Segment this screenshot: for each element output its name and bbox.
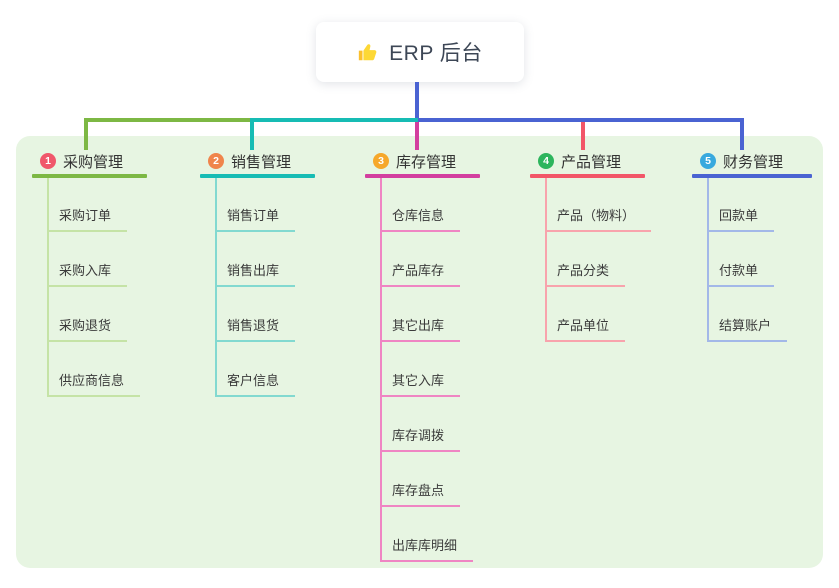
connector-bus-right	[418, 118, 744, 122]
branch-title: 库存管理	[396, 153, 457, 171]
child-node[interactable]: 回款单	[707, 204, 775, 232]
branch-title: 财务管理	[723, 153, 784, 171]
child-node[interactable]: 库存盘点	[380, 479, 461, 507]
connector-bus-mid	[254, 118, 418, 122]
child-node[interactable]: 其它出库	[380, 314, 461, 342]
child-node[interactable]: 采购入库	[47, 259, 128, 287]
branch-number-badge: 2	[208, 153, 224, 169]
branch-node-2[interactable]: 2 销售管理	[208, 150, 291, 172]
branch-number-badge: 4	[538, 153, 554, 169]
child-node[interactable]: 采购退货	[47, 314, 128, 342]
connector-branch-drop-3	[415, 122, 419, 150]
connector-branch-drop-2	[250, 118, 254, 150]
branch-trunk-line-4	[545, 178, 547, 342]
child-node[interactable]: 销售出库	[215, 259, 296, 287]
branch-underline-5	[692, 174, 812, 178]
branch-underline-2	[200, 174, 315, 178]
child-node[interactable]: 客户信息	[215, 369, 296, 397]
branch-number-badge: 1	[40, 153, 56, 169]
child-node[interactable]: 销售退货	[215, 314, 296, 342]
child-node[interactable]: 产品分类	[545, 259, 626, 287]
branch-trunk-line-1	[47, 178, 49, 397]
thumbs-up-icon	[357, 41, 379, 63]
branch-number-badge: 3	[373, 153, 389, 169]
branch-node-1[interactable]: 1 采购管理	[40, 150, 123, 172]
child-node[interactable]: 出库库明细	[380, 534, 474, 562]
branch-title: 产品管理	[561, 153, 622, 171]
child-node[interactable]: 产品（物料）	[545, 204, 652, 232]
branch-title: 销售管理	[231, 153, 292, 171]
child-node[interactable]: 产品单位	[545, 314, 626, 342]
root-title: ERP 后台	[389, 42, 483, 65]
branch-trunk-line-5	[707, 178, 709, 342]
child-node[interactable]: 仓库信息	[380, 204, 461, 232]
child-node[interactable]: 采购订单	[47, 204, 128, 232]
root-node[interactable]: ERP 后台	[316, 22, 524, 82]
connector-branch-drop-4	[581, 122, 585, 150]
child-node[interactable]: 库存调拨	[380, 424, 461, 452]
branch-trunk-line-3	[380, 178, 382, 562]
child-node[interactable]: 结算账户	[707, 314, 788, 342]
connector-bus-left	[84, 118, 254, 122]
connector-root-drop	[415, 82, 419, 122]
branch-underline-3	[365, 174, 480, 178]
branch-title: 采购管理	[63, 153, 124, 171]
branch-node-5[interactable]: 5 财务管理	[700, 150, 783, 172]
child-node[interactable]: 供应商信息	[47, 369, 141, 397]
branch-node-3[interactable]: 3 库存管理	[373, 150, 456, 172]
connector-branch-drop-5	[740, 118, 744, 150]
child-node[interactable]: 其它入库	[380, 369, 461, 397]
branch-trunk-line-2	[215, 178, 217, 397]
branch-underline-4	[530, 174, 645, 178]
child-node[interactable]: 付款单	[707, 259, 775, 287]
connector-branch-drop-1	[84, 118, 88, 150]
branches-panel	[16, 136, 823, 568]
branch-underline-1	[32, 174, 147, 178]
child-node[interactable]: 销售订单	[215, 204, 296, 232]
branch-node-4[interactable]: 4 产品管理	[538, 150, 621, 172]
child-node[interactable]: 产品库存	[380, 259, 461, 287]
branch-number-badge: 5	[700, 153, 716, 169]
